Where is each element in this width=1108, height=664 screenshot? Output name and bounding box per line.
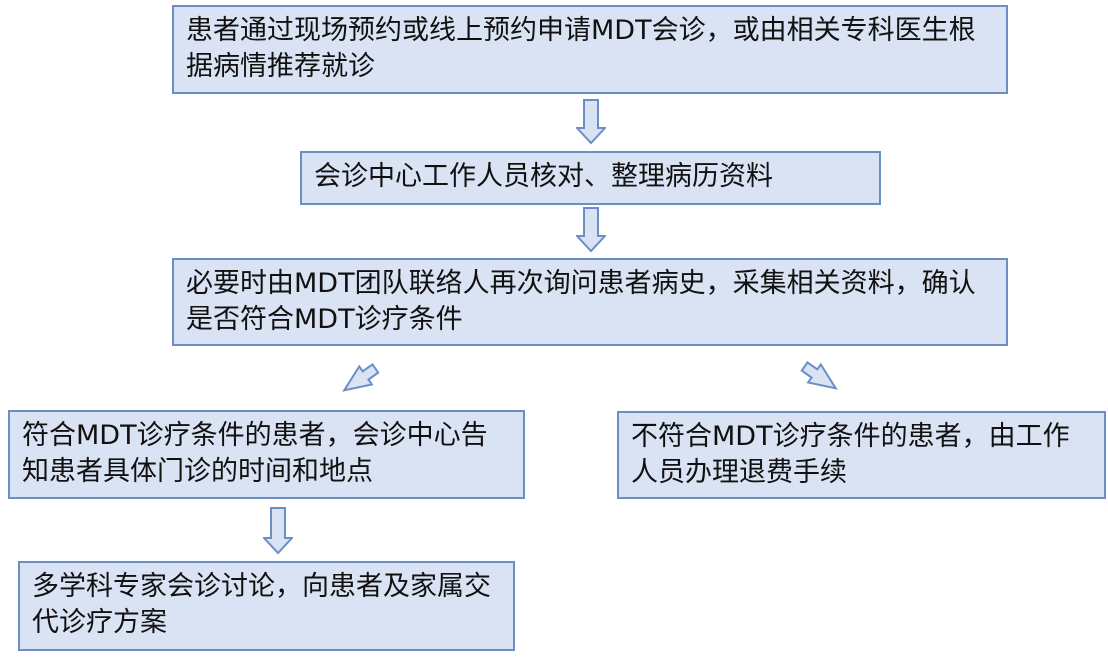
step-4-ineligible-box: 不符合MDT诊疗条件的患者，由工作人员办理退费手续 (617, 411, 1106, 499)
down-arrow-icon (576, 99, 606, 145)
step-3-box: 必要时由MDT团队联络人再次询问患者病史，采集相关资料，确认是否符合MDT诊疗条… (172, 258, 1008, 346)
step-5-box: 多学科专家会诊讨论，向患者及家属交代诊疗方案 (18, 561, 515, 651)
down-arrow-icon (576, 207, 606, 253)
step-2-box: 会诊中心工作人员核对、整理病历资料 (300, 151, 881, 205)
down-left-arrow-icon (342, 363, 380, 392)
down-right-arrow-icon (800, 361, 838, 390)
down-arrow-icon (263, 507, 293, 555)
step-1-box: 患者通过现场预约或线上预约申请MDT会诊，或由相关专科医生根据病情推荐就诊 (172, 5, 1008, 94)
step-4-eligible-box: 符合MDT诊疗条件的患者，会诊中心告知患者具体门诊的时间和地点 (8, 410, 525, 499)
